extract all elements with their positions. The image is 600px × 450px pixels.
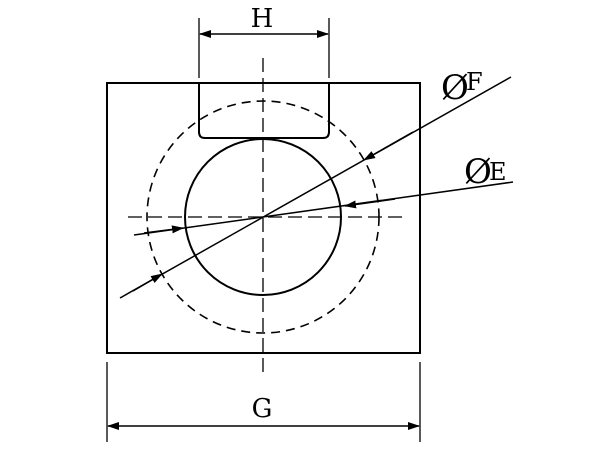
label-h: H (251, 4, 274, 34)
diameter-symbol-e: Ø (464, 152, 492, 192)
e-leader-line (133, 181, 514, 236)
e-arrow-left (143, 225, 184, 234)
label-f: F (466, 68, 483, 96)
f-arrow-lower (132, 273, 163, 292)
label-g: G (252, 394, 273, 424)
f-leader-line (119, 76, 512, 299)
top-slot (198, 83, 330, 139)
e-arrow-right (344, 198, 396, 209)
label-e: E (489, 158, 507, 186)
diameter-symbol-f: Ø (441, 68, 469, 108)
f-arrow-upper (363, 131, 414, 161)
